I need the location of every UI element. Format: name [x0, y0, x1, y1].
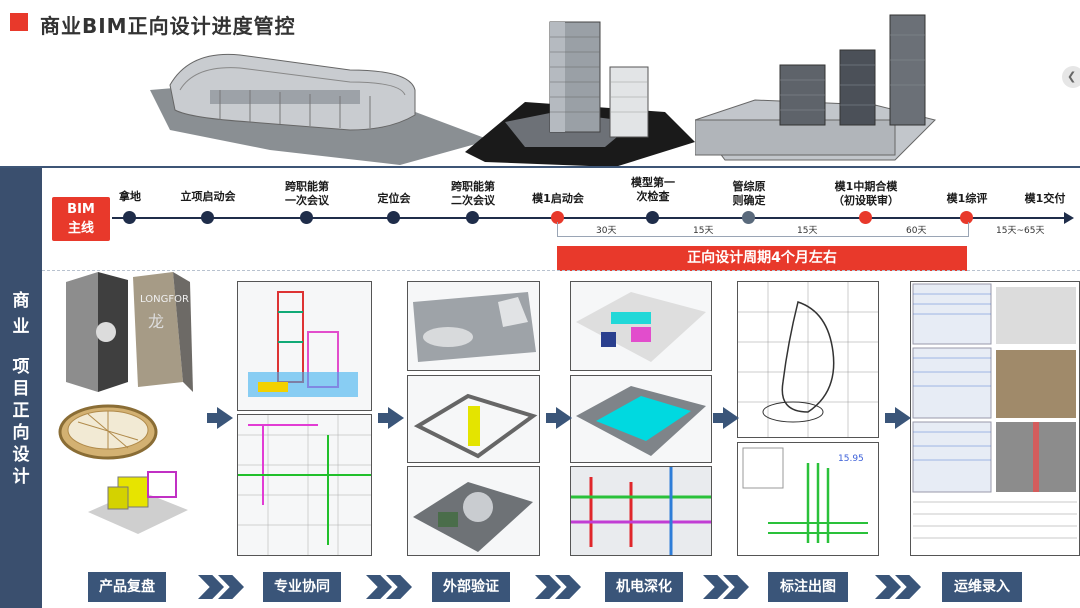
product-review-images: LONGFOR 龙	[58, 272, 193, 534]
step-label-3: 外部验证	[432, 572, 510, 602]
flow-arrow-stem-3	[546, 413, 556, 423]
duration-5: 15天~65天	[996, 226, 1045, 236]
milestone-label-10: 模1综评	[946, 192, 988, 205]
external-model-panel-2	[407, 375, 540, 463]
flow-arrow-stem-4	[713, 413, 723, 423]
cycle-banner: 正向设计周期4个月左右	[557, 246, 967, 271]
external-model-panel-1	[407, 281, 540, 371]
milestone-dot-1	[123, 211, 136, 224]
flow-arrow-stem-2	[378, 413, 388, 423]
step-label-2: 专业协同	[263, 572, 341, 602]
milestone-label-11: 模1交付	[1024, 192, 1066, 205]
arrow-right-icon	[217, 407, 233, 429]
arrow-right-icon	[895, 407, 911, 429]
side-label-4: 目	[12, 379, 30, 399]
title-accent-square	[10, 13, 28, 31]
external-model-panel-3	[407, 466, 540, 556]
page-title: 商业BIM正向设计进度管控	[40, 14, 296, 38]
side-label-5: 正	[12, 401, 30, 421]
milestone-label-6: 模1启动会	[532, 192, 584, 205]
chevron-right-icon	[198, 575, 224, 599]
duration-4: 60天	[906, 226, 927, 236]
side-label-7: 设	[12, 445, 30, 465]
milestone-dot-4	[387, 211, 400, 224]
step-label-6: 运维录入	[942, 572, 1022, 602]
bim-box-line2: 主线	[67, 221, 94, 236]
bim-box-line1: BIM	[67, 202, 95, 217]
milestone-dot-3	[300, 211, 313, 224]
side-label-2: 业	[12, 317, 30, 337]
chevron-right-icon	[703, 575, 729, 599]
milestone-dot-2	[201, 211, 214, 224]
tower-model-image	[465, 21, 695, 167]
annotation-detail-panel: 15.95	[737, 442, 879, 556]
side-panel	[0, 168, 42, 608]
collab-model-panel	[237, 281, 372, 411]
step-label-4: 机电深化	[605, 572, 683, 602]
milestone-dot-8	[742, 211, 755, 224]
side-label-1: 商	[12, 291, 30, 311]
milestone-label-2: 立项启动会	[180, 190, 236, 203]
step-label-1: 产品复盘	[88, 572, 166, 602]
carousel-nav-button[interactable]	[1062, 66, 1080, 88]
chevron-right-icon	[535, 575, 561, 599]
milestone-label-5: 跨职能第二次会议	[451, 180, 495, 207]
duration-bracket	[557, 222, 969, 237]
chevron-left-icon: ❮	[1067, 70, 1077, 83]
annotation-plan-panel	[737, 281, 879, 438]
timeline-line	[112, 217, 1067, 219]
mall-model-image	[150, 53, 490, 165]
flow-arrow-stem-1	[207, 413, 217, 423]
side-label-8: 计	[12, 467, 30, 487]
svg-text:LONGFOR: LONGFOR	[140, 294, 189, 305]
timeline-arrow-icon	[1064, 212, 1074, 224]
milestone-label-1: 拿地	[119, 190, 141, 203]
arrow-right-icon	[388, 407, 404, 429]
complex-model-image	[695, 14, 936, 161]
arrow-right-icon	[556, 407, 572, 429]
duration-2: 15天	[693, 226, 714, 236]
bim-mainline-box: BIM 主线	[52, 197, 110, 241]
milestone-label-4: 定位会	[377, 192, 411, 205]
svg-text:龙: 龙	[148, 312, 164, 331]
mep-model-panel-2	[570, 375, 712, 463]
milestone-dot-9	[859, 211, 872, 224]
milestone-label-9: 模1中期合模（初设联审）	[833, 180, 899, 207]
milestone-label-7: 模型第一次检查	[631, 176, 675, 203]
operations-panel	[910, 281, 1080, 556]
mep-model-panel-3	[570, 466, 712, 556]
milestone-dot-5	[466, 211, 479, 224]
milestone-label-8: 管综原则确定	[732, 180, 766, 207]
svg-text:15.95: 15.95	[838, 454, 864, 464]
side-label-3: 项	[12, 357, 30, 377]
duration-1: 30天	[596, 226, 617, 236]
chevron-right-icon	[875, 575, 901, 599]
step-label-5: 标注出图	[768, 572, 848, 602]
duration-3: 15天	[797, 226, 818, 236]
flow-arrow-stem-5	[885, 413, 895, 423]
milestone-dot-7	[646, 211, 659, 224]
side-label-6: 向	[12, 423, 30, 443]
section-divider	[42, 270, 1080, 271]
top-divider	[0, 166, 1080, 168]
collab-drawing-panel	[237, 414, 372, 556]
chevron-right-icon	[366, 575, 392, 599]
milestone-dot-10	[960, 211, 973, 224]
arrow-right-icon	[723, 407, 739, 429]
mep-model-panel-1	[570, 281, 712, 371]
milestone-label-3: 跨职能第一次会议	[285, 180, 329, 207]
milestone-dot-6	[551, 211, 564, 224]
